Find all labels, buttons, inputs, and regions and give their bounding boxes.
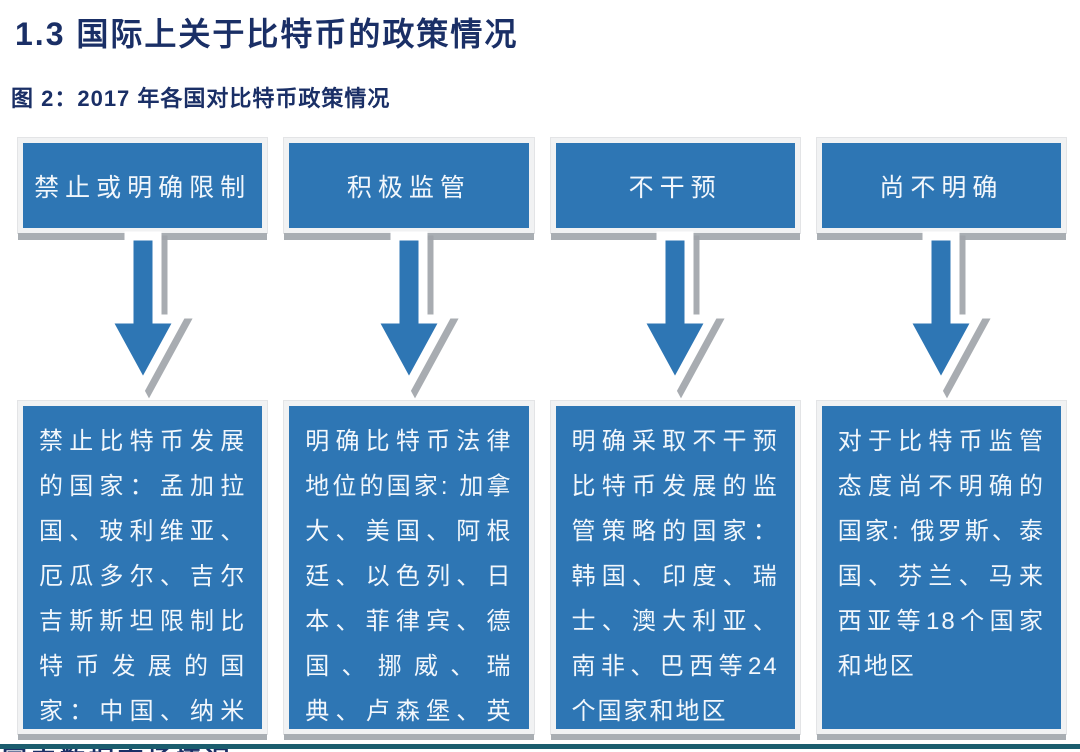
category-detail-box: 对于比特币监管态度尚不明确的国家: 俄罗斯、泰国、芬兰、马来西亚等18个国家和地… — [816, 401, 1066, 734]
category-header-label: 禁止或明确限制 — [34, 173, 252, 202]
clipped-next-heading: 国内数据市场情况 — [2, 740, 234, 752]
arrow-row — [551, 231, 800, 401]
category-detail-text: 对于比特币监管态度尚不明确的国家: 俄罗斯、泰国、芬兰、马来西亚等18个国家和地… — [837, 428, 1045, 680]
section-title: 1.3 国际上关于比特币的政策情况 — [15, 16, 519, 52]
policy-column-no-intervention: 不干预 明确采取不干预比特币发展的监管策略的国家：韩国、印度、瑞士、澳大利亚、南… — [550, 138, 800, 734]
down-arrow-icon — [897, 231, 985, 395]
figure-caption: 图 2：2017 年各国对比特币政策情况 — [11, 86, 391, 111]
category-detail-box: 明确采取不干预比特币发展的监管策略的国家：韩国、印度、瑞士、澳大利亚、南非、巴西… — [550, 401, 800, 734]
policy-column-active-regulation: 积极监管 明确比特币法律地位的国家: 加拿大、美国、阿根廷、以色列、日本、菲律宾… — [284, 138, 534, 734]
category-header-label: 积极监管 — [346, 173, 471, 202]
down-arrow-icon — [365, 231, 453, 395]
arrow-row — [817, 231, 1066, 401]
down-arrow-icon — [99, 231, 187, 395]
category-header-box: 禁止或明确限制 — [18, 138, 268, 233]
category-detail-text: 明确比特币法律地位的国家: 加拿大、美国、阿根廷、以色列、日本、菲律宾、德国、挪… — [305, 428, 513, 725]
down-arrow-icon — [631, 231, 719, 395]
category-detail-box: 禁止比特币发展的国家：孟加拉国、玻利维亚、厄瓜多尔、吉尔吉斯斯坦限制比特币发展的… — [18, 401, 268, 734]
policy-column-unclear: 尚不明确 对于比特币监管态度尚不明确的国家: 俄罗斯、泰国、芬兰、马来西亚等18… — [816, 138, 1066, 734]
category-detail-box: 明确比特币法律地位的国家: 加拿大、美国、阿根廷、以色列、日本、菲律宾、德国、挪… — [284, 401, 534, 734]
policy-column-ban: 禁止或明确限制 禁止比特币发展的国家：孟加拉国、玻利维亚、厄瓜多尔、吉尔吉斯斯坦… — [18, 138, 268, 734]
arrow-row — [18, 231, 267, 401]
category-header-label: 尚不明确 — [879, 173, 1004, 202]
category-header-box: 不干预 — [550, 138, 800, 233]
category-header-box: 积极监管 — [284, 138, 534, 233]
footer-divider-line — [0, 744, 1080, 749]
category-detail-text: 禁止比特币发展的国家：孟加拉国、玻利维亚、厄瓜多尔、吉尔吉斯斯坦限制比特币发展的… — [39, 428, 247, 725]
category-header-box: 尚不明确 — [816, 138, 1066, 233]
category-detail-text: 明确采取不干预比特币发展的监管策略的国家：韩国、印度、瑞士、澳大利亚、南非、巴西… — [571, 428, 779, 725]
arrow-row — [284, 231, 533, 401]
policy-diagram: 禁止或明确限制 禁止比特币发展的国家：孟加拉国、玻利维亚、厄瓜多尔、吉尔吉斯斯坦… — [0, 138, 1080, 734]
category-header-label: 不干预 — [628, 173, 722, 202]
